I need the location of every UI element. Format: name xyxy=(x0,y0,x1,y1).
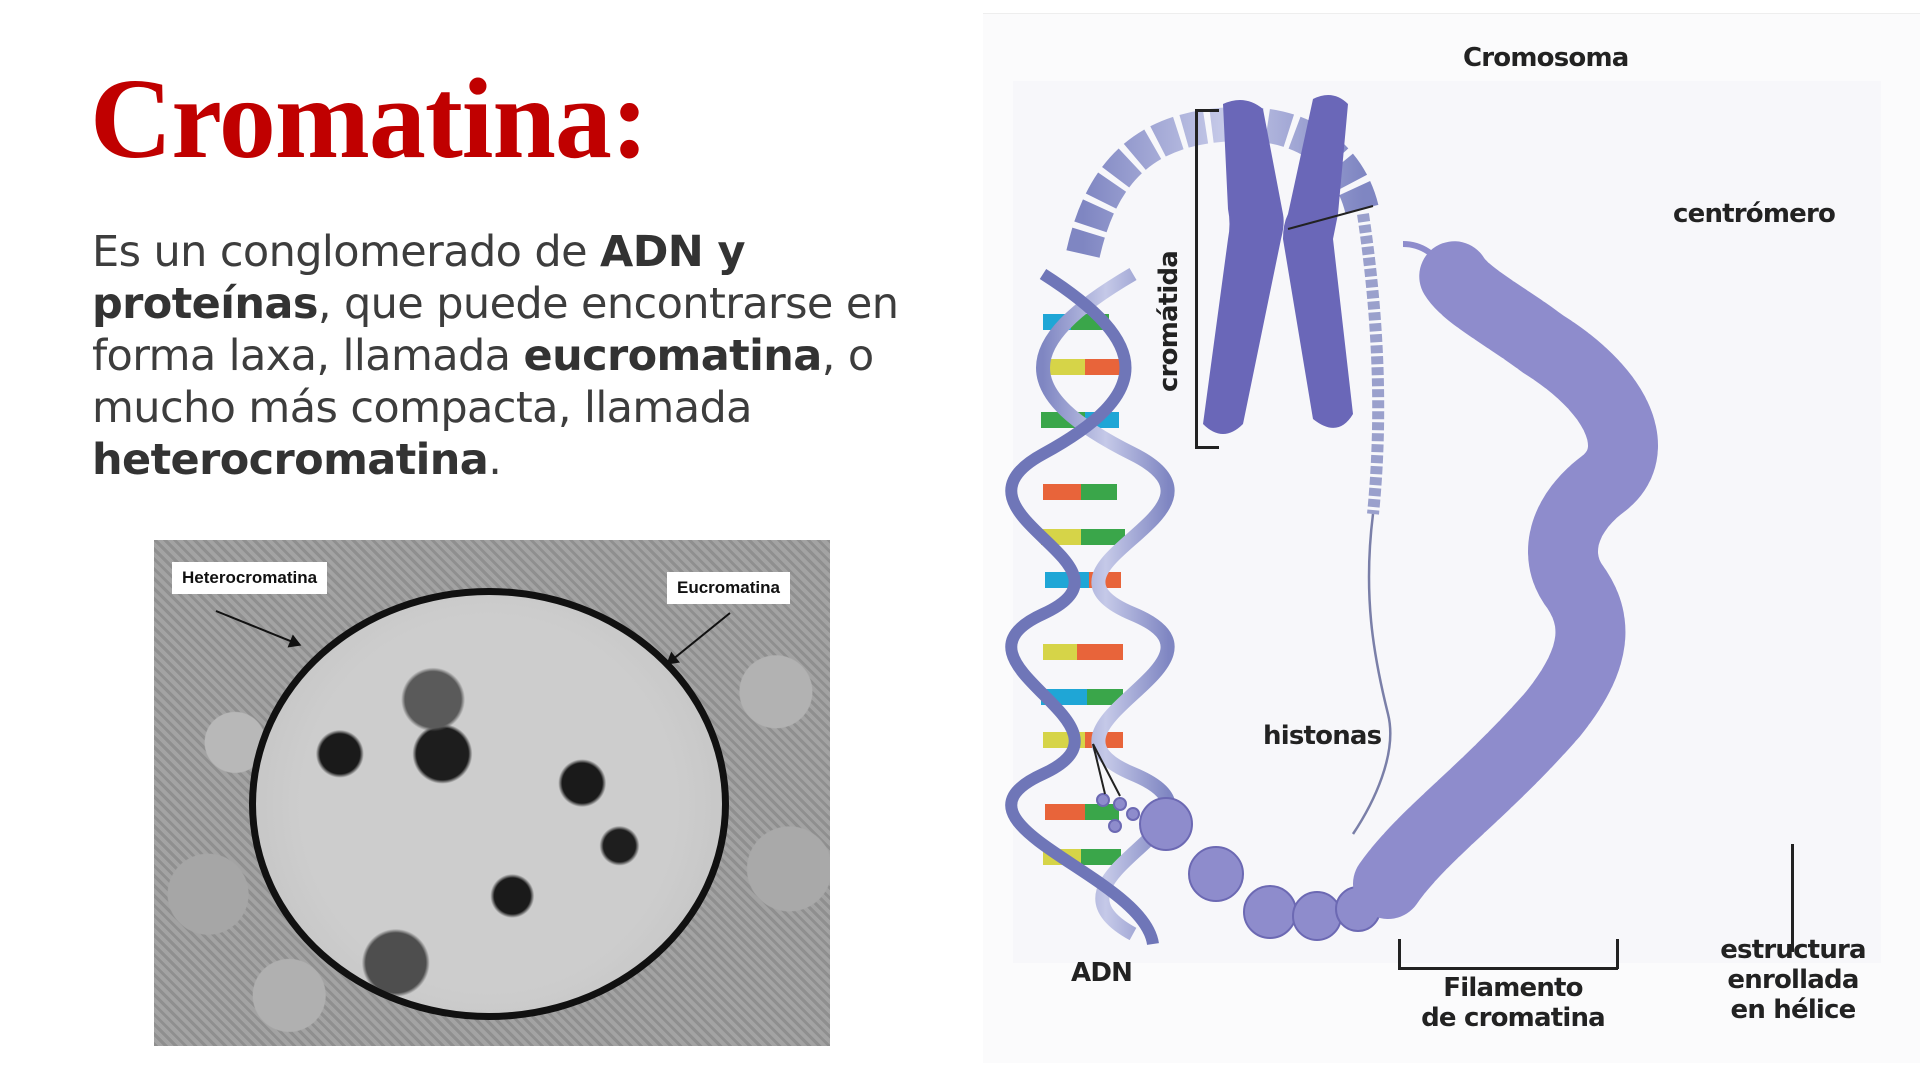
label-cromatida: cromátida xyxy=(1154,250,1184,392)
cromatida-bracket xyxy=(1195,109,1198,449)
nucleus-micrograph: Heterocromatina Eucromatina xyxy=(154,540,830,1046)
label-centromero: centrómero xyxy=(1673,199,1836,229)
eucromatina-label: Eucromatina xyxy=(667,572,790,604)
base-pairs xyxy=(1041,314,1125,865)
body-text-2: , que puede encontrarse en forma laxa, l… xyxy=(92,279,899,381)
chromosome-icon xyxy=(1203,95,1353,434)
label-filamento: Filamento de cromatina xyxy=(1403,973,1623,1034)
label-estructura-line2: enrollada xyxy=(1727,964,1859,995)
filamento-bracket-right xyxy=(1616,939,1619,969)
body-text-1: Es un conglomerado de xyxy=(92,227,601,277)
label-filamento-line2: de cromatina xyxy=(1421,1002,1606,1033)
slide-title: Cromatina: xyxy=(90,55,649,182)
chromatin-diagram: Cromosoma centrómero cromátida histonas … xyxy=(983,13,1920,1063)
label-estructura-line3: en hélice xyxy=(1730,994,1856,1025)
filamento-bracket-left xyxy=(1398,939,1401,969)
label-adn: ADN xyxy=(1071,958,1133,988)
heterocromatina-label: Heterocromatina xyxy=(172,562,328,594)
label-estructura: estructura enrollada en hélice xyxy=(1703,935,1883,1026)
label-filamento-line1: Filamento xyxy=(1443,973,1583,1003)
cromatida-bracket-top xyxy=(1195,109,1219,112)
label-estructura-line1: estructura xyxy=(1720,935,1866,965)
definition-paragraph: Es un conglomerado de ADN y proteínas, q… xyxy=(92,226,962,486)
chromatin-filament-icon xyxy=(1096,239,1658,941)
body-bold-adn-proteinas: ADN y proteínas xyxy=(92,227,746,329)
body-text-4: . xyxy=(488,435,502,485)
label-histonas: histonas xyxy=(1263,721,1382,751)
label-cromosoma: Cromosoma xyxy=(1463,43,1629,73)
centromero-pointer-icon xyxy=(1092,205,1374,797)
estructura-pointer xyxy=(1791,844,1794,952)
body-bold-heterocromatina: heterocromatina xyxy=(92,435,489,485)
body-bold-eucromatina: eucromatina xyxy=(523,331,823,381)
cell-nucleus xyxy=(249,588,729,1020)
body-text-3: , o mucho más compacta, llamada xyxy=(92,331,874,433)
cromatida-bracket-bottom xyxy=(1195,446,1219,449)
filamento-bracket-bottom xyxy=(1398,967,1618,970)
